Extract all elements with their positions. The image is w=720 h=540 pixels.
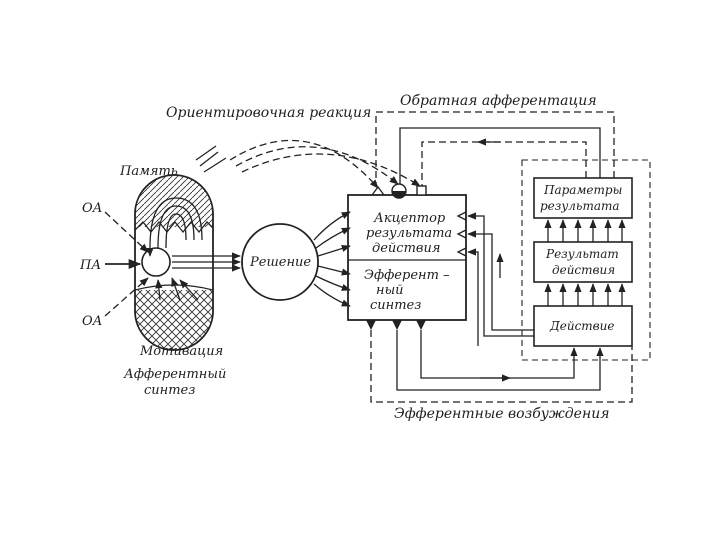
afferent-synthesis-label-2: синтез xyxy=(144,383,195,398)
efferent-connections xyxy=(370,212,633,403)
decision-label: Решение xyxy=(249,255,311,270)
capsule-to-decision-arrows xyxy=(172,252,241,272)
oa-bottom-label: ОА xyxy=(82,314,103,329)
feedback-afferentation-label: Обратная афферентация xyxy=(400,93,597,109)
afferent-inputs xyxy=(104,211,149,317)
result-label-1: Результат xyxy=(545,247,619,261)
params-box xyxy=(533,177,633,219)
afferent-synthesis-label-1: Афферентный xyxy=(123,367,226,382)
action-label: Действие xyxy=(549,319,615,333)
memory-label: Память xyxy=(119,164,178,179)
orient-reaction-label: Ориентировочная реакция xyxy=(166,105,371,121)
motivation-label: Мотивация xyxy=(139,344,223,359)
decision-node xyxy=(241,223,319,301)
oa-top-label: ОА xyxy=(82,201,103,216)
acceptor-label-3: действия xyxy=(372,241,440,256)
feedback-afferentation-loops xyxy=(375,111,615,186)
acceptor-label-1: Акцептор xyxy=(373,211,446,226)
decision-to-block-arrows xyxy=(313,211,351,307)
efferent-label-3: синтез xyxy=(370,298,421,313)
efferent-excitations-label: Эфферентные возбуждения xyxy=(394,406,609,422)
pa-label: ПА xyxy=(79,258,101,273)
action-box xyxy=(533,305,633,347)
params-label-1: Параметры xyxy=(543,183,622,197)
result-label-2: действия xyxy=(552,263,615,277)
params-label-2: результата xyxy=(540,199,620,213)
acceptor-label-2: результата xyxy=(366,226,452,241)
efferent-label-2: ный xyxy=(376,283,404,298)
pa-node-circle xyxy=(141,247,171,277)
orienting-reaction-curves xyxy=(195,139,421,189)
efferent-label-1: Эфферент – xyxy=(364,268,450,283)
result-box xyxy=(533,241,633,283)
